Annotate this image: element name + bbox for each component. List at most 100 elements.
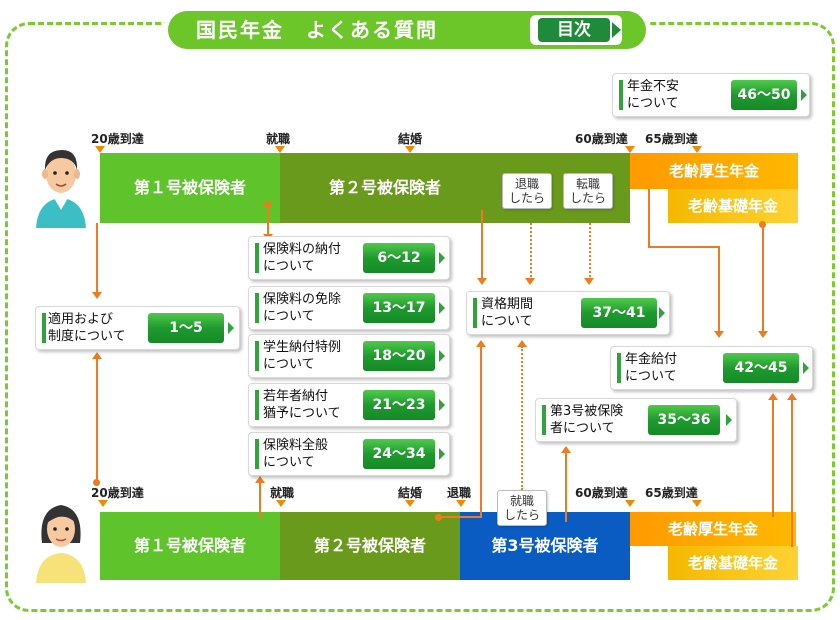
milestone-marker-icon (405, 500, 415, 507)
topic-card-youth[interactable]: 若年者納付 猶予について 21〜23 (248, 383, 450, 427)
connector-line (480, 346, 482, 518)
arrow-up-icon (92, 352, 102, 359)
milestone-marker-icon (625, 146, 635, 153)
connector-line (648, 189, 650, 247)
topic-accent (42, 313, 46, 343)
topic-range-button[interactable]: 42〜45 (723, 353, 799, 383)
arrow-down-icon (477, 278, 487, 285)
milestone-marker-icon (275, 146, 285, 153)
topic-range-button[interactable]: 46〜50 (731, 80, 797, 110)
arrow-down-icon (584, 278, 594, 285)
topic-range-button[interactable]: 18〜20 (363, 341, 435, 371)
arrow-up-icon (476, 340, 486, 347)
topic-card-application[interactable]: 適用および 制度について 1〜5 (35, 306, 240, 350)
female-pension-employee: 老齢厚生年金 (630, 512, 796, 546)
topic-range-button[interactable]: 37〜41 (581, 298, 657, 328)
chevron-right-icon (612, 22, 621, 38)
index-button-label[interactable]: 目次 (557, 20, 591, 40)
milestone-marker-icon (625, 500, 635, 507)
female-milestone-employment: 就職 (270, 486, 295, 500)
topic-accent (255, 243, 259, 273)
milestone-marker-icon (405, 146, 415, 153)
connector-line (438, 516, 482, 518)
topic-range-button[interactable]: 24〜34 (363, 439, 435, 469)
topic-label: 第3号被保険 者について (550, 404, 624, 436)
topic-card-type3[interactable]: 第3号被保険 者について 35〜36 (535, 398, 737, 442)
female-segment-type2: 第２号被保険者 (280, 512, 460, 580)
connector-line (648, 246, 720, 248)
topic-card-period[interactable]: 資格期間 について 37〜41 (466, 291, 670, 335)
connector-dot (435, 514, 442, 521)
topic-label: 若年者納付 猶予について (263, 389, 341, 421)
topic-accent (255, 439, 259, 469)
male-milestone-employment: 就職 (266, 132, 291, 146)
topic-card-benefit[interactable]: 年金給付 について 42〜45 (610, 346, 813, 390)
topic-card-anxiety[interactable]: 年金不安 について 46〜50 (612, 73, 810, 117)
arrow-up-icon (768, 393, 778, 400)
index-button-face[interactable] (538, 18, 610, 42)
chevron-right-icon (801, 89, 807, 101)
chevron-right-icon (228, 322, 234, 334)
female-milestone-age65: 65歳到達 (645, 486, 698, 500)
topic-range-button[interactable]: 21〜23 (363, 390, 435, 420)
connector-line (267, 205, 269, 237)
female-milestone-retire: 退職 (447, 486, 472, 500)
male-avatar (36, 150, 86, 228)
topic-accent (255, 341, 259, 371)
male-event-jobchange: 転職 したら (563, 173, 613, 209)
topic-range-button[interactable]: 1〜5 (148, 313, 224, 343)
topic-accent (617, 353, 621, 383)
arrow-up-icon (561, 446, 571, 453)
male-milestone-age65: 65歳到達 (645, 132, 698, 146)
chevron-right-icon (659, 307, 665, 319)
topic-label: 保険料の納付 について (263, 242, 342, 274)
connector-line (772, 399, 774, 517)
topic-card-student[interactable]: 学生納付特例 について 18〜20 (248, 334, 450, 378)
connector-dot (93, 479, 100, 486)
chevron-right-icon (803, 362, 809, 374)
connector-line (96, 223, 98, 293)
arrow-up-icon (787, 393, 797, 400)
topic-card-general[interactable]: 保険料全般 について 24〜34 (248, 432, 450, 476)
male-pension-basic: 老齢基礎年金 (668, 189, 798, 223)
arrow-up-icon (517, 340, 527, 347)
connector-line-dotted (589, 223, 591, 281)
topic-label: 資格期間 について (481, 297, 534, 329)
female-pension-basic: 老齢基礎年金 (668, 546, 798, 580)
milestone-marker-icon (95, 146, 105, 153)
connector-line (762, 225, 764, 333)
connector-line (718, 246, 720, 332)
topic-accent (542, 405, 546, 435)
topic-accent (255, 390, 259, 420)
topic-card-payment[interactable]: 保険料の納付 について 6〜12 (248, 236, 450, 280)
connector-line (96, 358, 98, 483)
topic-label: 保険料全般 について (263, 438, 329, 470)
arrow-down-icon (714, 331, 724, 338)
milestone-marker-icon (98, 500, 108, 507)
topic-range-button[interactable]: 35〜36 (648, 405, 720, 435)
topic-range-button[interactable]: 13〜17 (363, 293, 435, 323)
male-milestone-age60: 60歳到達 (575, 132, 628, 146)
arrow-down-icon (758, 331, 768, 338)
connector-dot (759, 221, 766, 228)
topic-card-exemption[interactable]: 保険料の免除 について 13〜17 (248, 286, 450, 330)
connector-line (481, 210, 483, 280)
connector-line (259, 482, 261, 520)
male-segment-type1: 第１号被保険者 (100, 153, 280, 223)
male-event-retire: 退職 したら (502, 173, 552, 209)
topic-accent (255, 293, 259, 323)
chevron-right-icon (439, 302, 445, 314)
chevron-right-icon (726, 414, 732, 426)
connector-line-dotted (530, 223, 532, 281)
arrow-down-icon (525, 278, 535, 285)
female-milestone-age60: 60歳到達 (575, 486, 628, 500)
topic-label: 年金給付 について (625, 352, 678, 384)
topic-range-button[interactable]: 6〜12 (363, 243, 435, 273)
arrow-up-icon (255, 476, 265, 483)
page-title: 国民年金 よくある質問 (196, 18, 438, 42)
topic-accent (473, 298, 477, 328)
connector-dot (264, 201, 271, 208)
connector-line (791, 399, 793, 547)
female-avatar (36, 505, 86, 583)
topic-label: 適用および 制度について (48, 312, 126, 344)
